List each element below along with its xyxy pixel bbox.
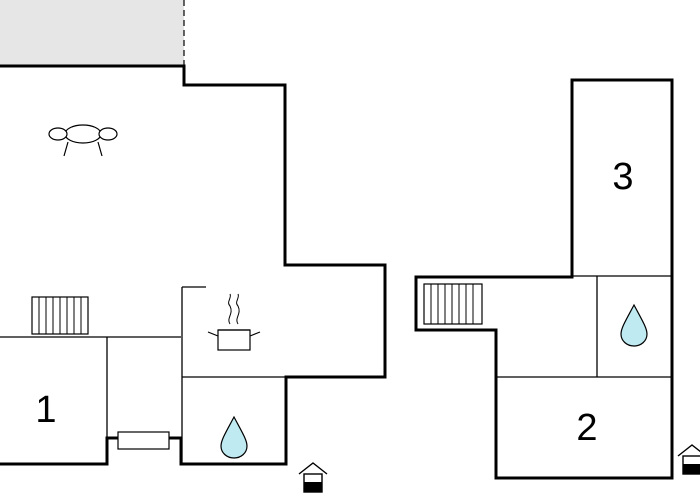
stairs-icon <box>423 283 483 325</box>
room-label-2: 2 <box>576 407 597 449</box>
house-entrance-icon <box>298 462 328 493</box>
ground-floor-plan: 1 <box>0 64 387 493</box>
cooking-pot-icon <box>207 293 261 351</box>
stairs-icon <box>31 296 89 335</box>
door-mat <box>117 431 170 450</box>
house-entrance-icon <box>677 444 700 475</box>
terrace <box>0 0 185 66</box>
water-drop-icon <box>620 303 648 347</box>
ground-floor-outer-wall <box>0 64 387 466</box>
water-drop-icon <box>220 415 248 459</box>
room-label-3: 3 <box>612 156 633 198</box>
upper-floor-outer-wall <box>414 78 674 480</box>
sofa-icon <box>48 124 118 157</box>
room-label-1: 1 <box>35 389 56 431</box>
upper-floor-plan: 3 2 <box>414 78 700 480</box>
